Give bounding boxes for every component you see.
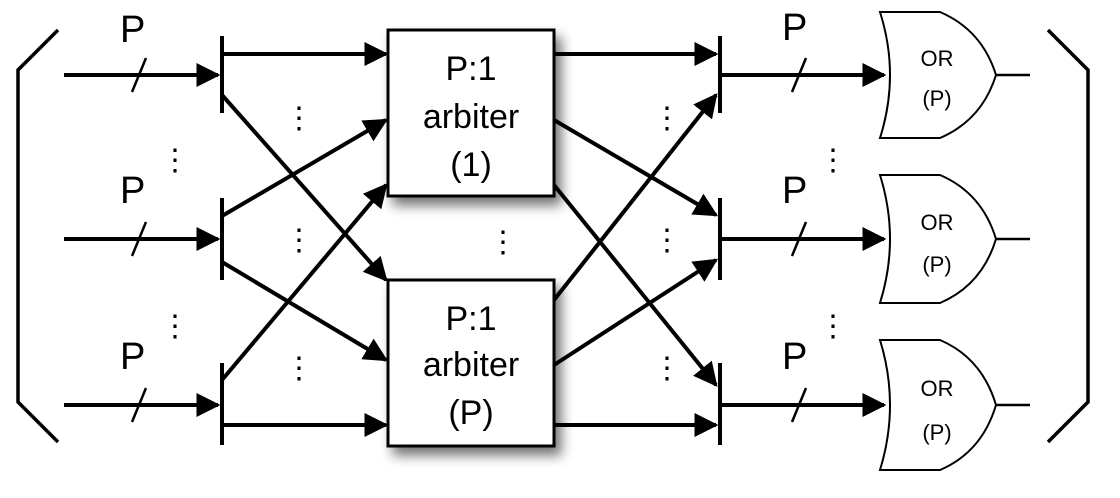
output-ellipsis-2: ⋮ — [818, 310, 848, 343]
or-gate-2-width: (P) — [922, 252, 951, 277]
crossbar-ellipsis-left-3: ⋮ — [284, 352, 314, 385]
input-ellipsis-2: ⋮ — [160, 310, 190, 343]
right-bracket — [1046, 28, 1090, 444]
arbiter-p: P:1 arbiter (P) — [386, 278, 556, 448]
or-gate-2-label: OR — [921, 210, 954, 235]
arbiter-1-line-3: (1) — [450, 146, 492, 184]
output-row-2 — [720, 221, 887, 257]
crossbar-ellipsis-right-3: ⋮ — [652, 352, 682, 385]
output-ellipsis-1: ⋮ — [818, 144, 848, 177]
output-bus-width-label-1: P — [782, 7, 807, 49]
input-bus-width-label-3: P — [120, 336, 145, 378]
arbiter-1-line-1: P:1 — [445, 50, 496, 88]
input-bus-width-label-2: P — [120, 170, 145, 212]
or-gate-2: OR (P) — [878, 174, 1030, 304]
arbiter-1: P:1 arbiter (1) — [386, 28, 556, 198]
or-gate-p-width: (P) — [922, 420, 951, 445]
output-bus-width-label-2: P — [782, 170, 807, 212]
crossbar-ellipsis-left-1: ⋮ — [284, 102, 314, 135]
input-row-3 — [64, 387, 221, 423]
crossbar-ellipsis-right-1: ⋮ — [652, 102, 682, 135]
input-to-arbiter-wires — [220, 42, 389, 437]
arbiter-to-output-wires — [552, 42, 719, 437]
arbiter-p-line-2: arbiter — [423, 346, 519, 384]
or-gate-1-width: (P) — [922, 86, 951, 111]
crossbar-ellipsis-right-2: ⋮ — [652, 224, 682, 257]
input-row-1 — [64, 57, 221, 93]
input-row-2 — [64, 221, 221, 257]
arbiter-p-line-3: (P) — [448, 394, 493, 432]
or-gate-p-label: OR — [921, 376, 954, 401]
output-row-3 — [720, 387, 887, 423]
arbiter-1-line-2: arbiter — [423, 98, 519, 136]
input-bus-width-label-1: P — [120, 9, 145, 51]
arbiter-ellipsis: ⋮ — [488, 226, 518, 259]
crossbar-ellipsis-left-2: ⋮ — [284, 224, 314, 257]
arbiter-p-line-1: P:1 — [445, 300, 496, 338]
or-gate-p: OR (P) — [878, 339, 1030, 471]
or-gate-1: OR (P) — [878, 11, 1030, 139]
output-bus-width-label-3: P — [782, 336, 807, 378]
or-gate-1-label: OR — [921, 46, 954, 71]
left-bracket — [16, 28, 60, 444]
output-row-1 — [720, 57, 887, 93]
input-ellipsis-1: ⋮ — [160, 144, 190, 177]
